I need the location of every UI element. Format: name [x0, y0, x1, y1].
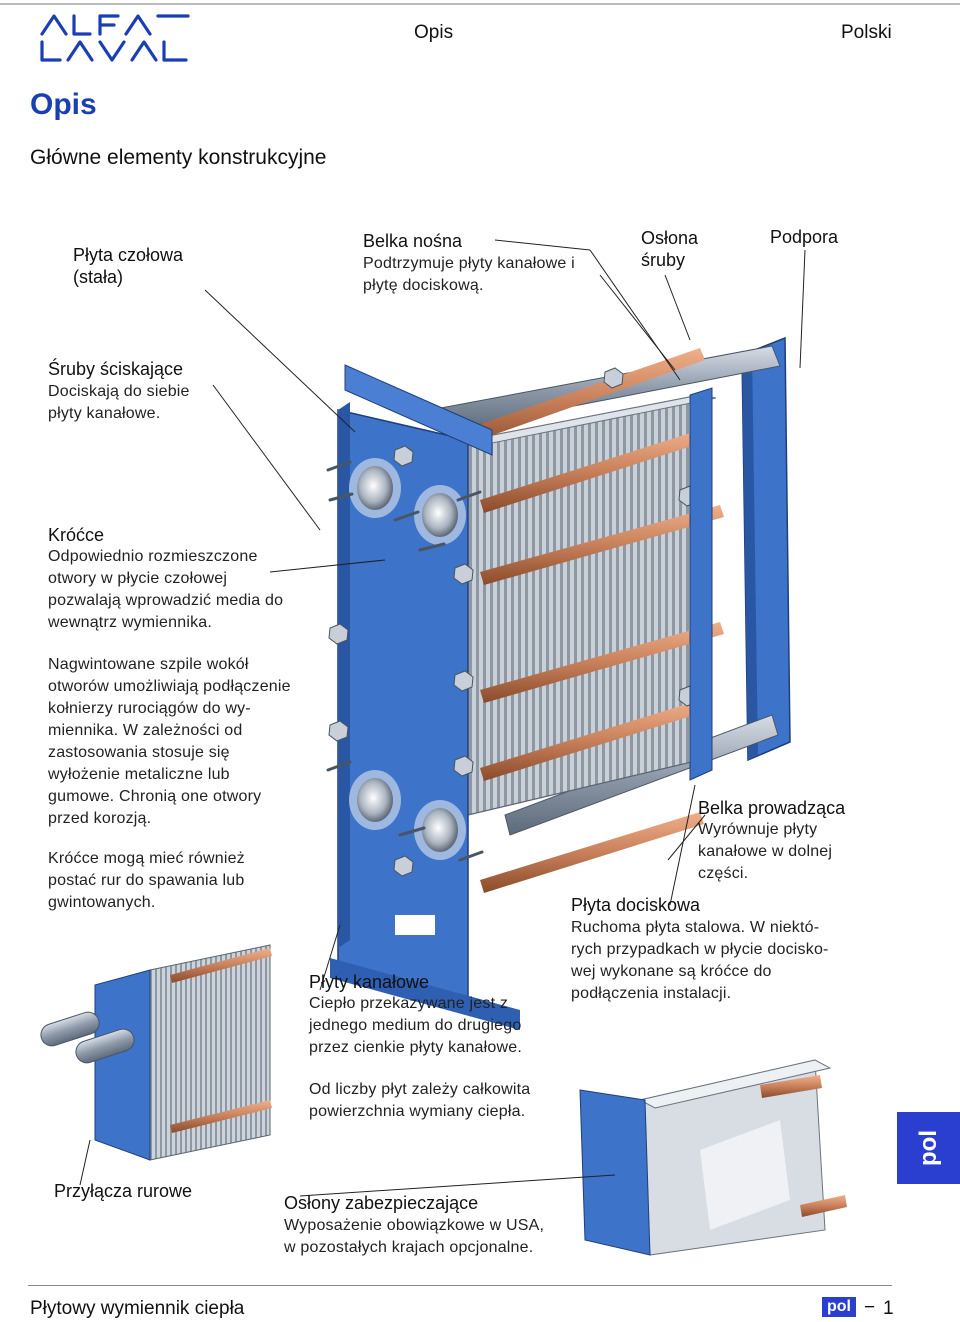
support-column — [741, 336, 791, 762]
callout-bolt-protection: Osłona śruby — [641, 228, 699, 270]
callout-guide-bar-title: Belka prowadząca — [698, 798, 846, 818]
footer-doc-title: Płytowy wymiennik ciepła — [30, 1298, 245, 1319]
small-exchanger-pipes — [40, 944, 272, 1161]
callout-tightening-bolts-title: Śruby ściskające — [48, 359, 184, 379]
footer-page-number: 1 — [883, 1298, 894, 1319]
callout-channel-plates-title: Płyty kanałowe — [309, 972, 430, 992]
callout-connections-desc: Odpowiednio rozmieszczone otwory w płyci… — [48, 548, 284, 631]
callout-channel-plates-desc2: Od liczby płyt zależy całkowita powierzc… — [309, 1081, 531, 1120]
page-subtitle: Główne elementy konstrukcyjne — [30, 146, 327, 169]
frame-plate — [326, 364, 699, 1030]
callout-shrouds-desc: Wyposażenie obowiązkowe w USA, w pozosta… — [284, 1217, 545, 1256]
callout-pressure-plate-desc: Ruchoma płyta stalowa. W niektó- rych pr… — [571, 919, 829, 1002]
tightening-bolts — [440, 348, 724, 893]
callout-carrying-bar-desc: Podtrzymuje płyty kanałowe i płytę docis… — [363, 255, 575, 294]
callout-studs-desc: Nagwintowane szpile wokół otworów umożli… — [48, 656, 291, 827]
header-rule — [0, 3, 960, 5]
footer-rule — [28, 1285, 892, 1286]
language-side-tab-label: pol — [914, 1130, 942, 1166]
language-side-tab: pol — [897, 1112, 960, 1184]
plate-pack — [466, 394, 717, 816]
callout-frame-plate: Płyta czołowa (stała) — [73, 245, 184, 287]
callout-connections-title: Króćce — [48, 525, 105, 545]
callout-support-column: Podpora — [770, 227, 839, 247]
header-language: Polski — [841, 22, 892, 43]
callout-carrying-bar-title: Belka nośna — [363, 231, 463, 251]
page-title: Opis — [30, 88, 97, 121]
callout-channel-plates-desc: Ciepło przekazywane jest z jednego mediu… — [309, 995, 523, 1056]
callout-pipe-connections-desc: Króćce mogą mieć również postać rur do s… — [48, 850, 245, 911]
callout-pipe-connections-title: Przyłącza rurowe — [54, 1181, 193, 1201]
small-exchanger-shrouds — [579, 1059, 847, 1256]
footer-page-separator: − — [864, 1297, 876, 1318]
pressure-plate — [689, 387, 713, 781]
header-section: Opis — [414, 22, 454, 43]
callout-shrouds-title: Osłony zabezpieczające — [284, 1193, 479, 1213]
callout-guide-bar-desc: Wyrównuje płyty kanałowe w dolnej części… — [698, 821, 833, 882]
callout-tightening-bolts-desc: Dociskają do siebie płyty kanałowe. — [48, 383, 190, 422]
callout-pressure-plate-title: Płyta dociskowa — [571, 895, 701, 915]
alfa-laval-logo — [38, 10, 190, 66]
footer-language-badge: pol — [822, 1297, 856, 1317]
